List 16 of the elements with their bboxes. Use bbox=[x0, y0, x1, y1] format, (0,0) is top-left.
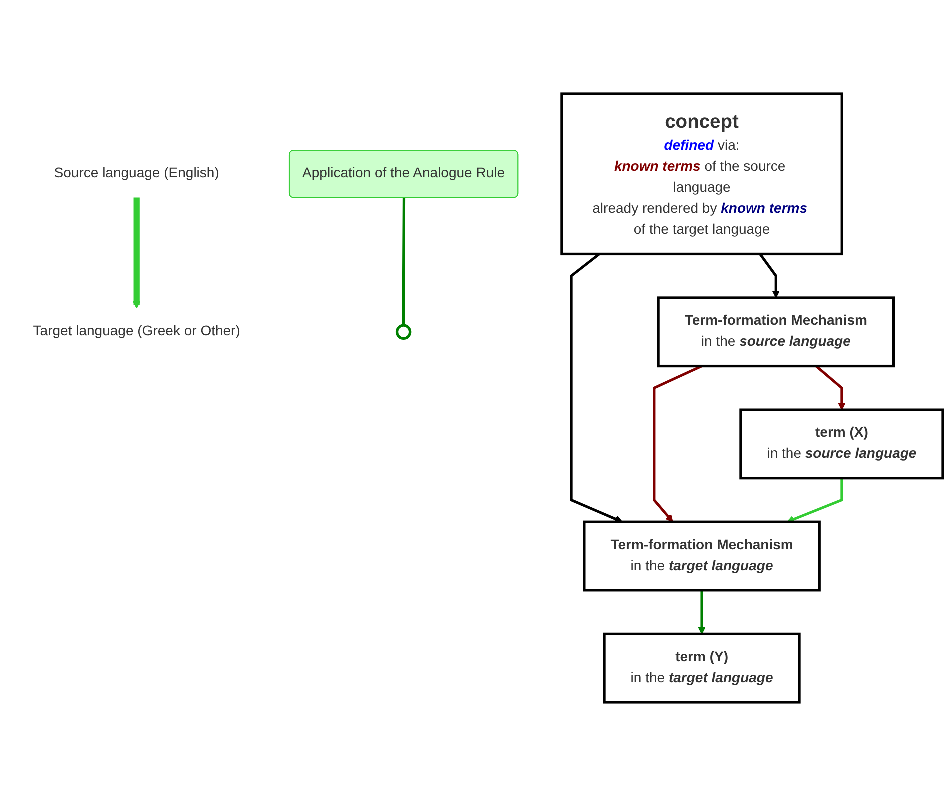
arrow bbox=[653, 364, 702, 522]
node-box: Term-formation Mechanism in the source language bbox=[657, 296, 896, 368]
arrow bbox=[132, 198, 141, 309]
node-text: Source language (English) bbox=[54, 166, 220, 181]
node-box: term (X) in the source language bbox=[740, 408, 944, 480]
node-text: Target language (Greek or Other) bbox=[33, 324, 240, 339]
arrow bbox=[786, 478, 844, 523]
arrow bbox=[570, 252, 623, 523]
arrow bbox=[815, 365, 846, 410]
node-box: term (Y) in the target language bbox=[603, 632, 801, 704]
node-box: Term-formation Mechanism in the target language bbox=[583, 520, 821, 592]
node-box: concept defined via: known terms of the source language already rendered by known terms of the target language bbox=[560, 92, 844, 256]
arrow bbox=[759, 253, 780, 298]
arrow bbox=[698, 590, 706, 634]
connector bbox=[402, 198, 406, 326]
node-circle bbox=[396, 324, 412, 340]
